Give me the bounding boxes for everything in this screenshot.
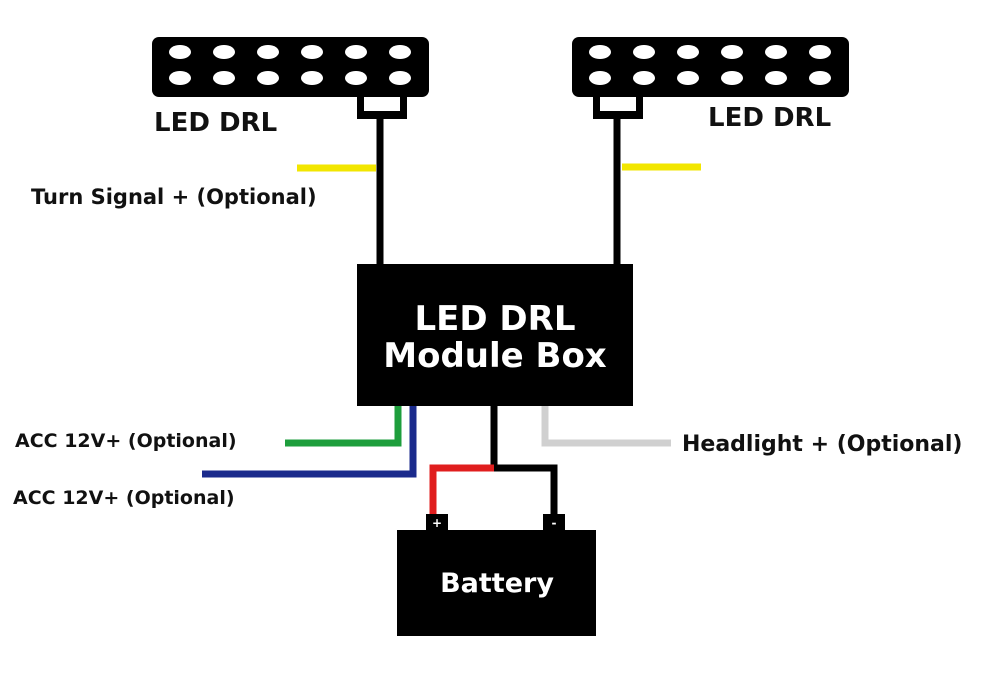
battery-positive-terminal [426, 514, 448, 531]
acc-blue-label: ACC 12V+ (Optional) [13, 487, 235, 509]
left-led-drl: LED DRL [152, 37, 429, 138]
left-led-drl-body [152, 37, 429, 97]
battery-positive-wire [429, 464, 494, 515]
turn-signal-label: Turn Signal + (Optional) [31, 185, 317, 209]
led-drl-module-box: LED DRL Module Box [357, 264, 633, 406]
right-led-drl-lights [589, 45, 831, 85]
battery: + - Battery [397, 514, 596, 636]
acc-green-label: ACC 12V+ (Optional) [15, 430, 237, 452]
module-box-label-line1: LED DRL [414, 299, 575, 339]
headlight-label: Headlight + (Optional) [682, 432, 962, 457]
right-led-drl-body [572, 37, 849, 97]
acc-green-wire [285, 406, 402, 447]
battery-negative-sign: - [552, 516, 557, 530]
left-led-drl-label: LED DRL [154, 108, 277, 138]
battery-positive-sign: + [432, 516, 442, 530]
left-led-drl-lights [169, 45, 411, 85]
battery-negative-wire [494, 464, 558, 515]
battery-body [397, 530, 596, 636]
right-led-drl-label: LED DRL [708, 103, 831, 133]
headlight-wire [541, 406, 671, 447]
acc-blue-wire [202, 406, 417, 478]
module-box-label-line2: Module Box [383, 336, 607, 376]
battery-label: Battery [440, 568, 554, 599]
battery-negative-terminal [543, 514, 565, 531]
right-led-drl: LED DRL [572, 37, 849, 133]
